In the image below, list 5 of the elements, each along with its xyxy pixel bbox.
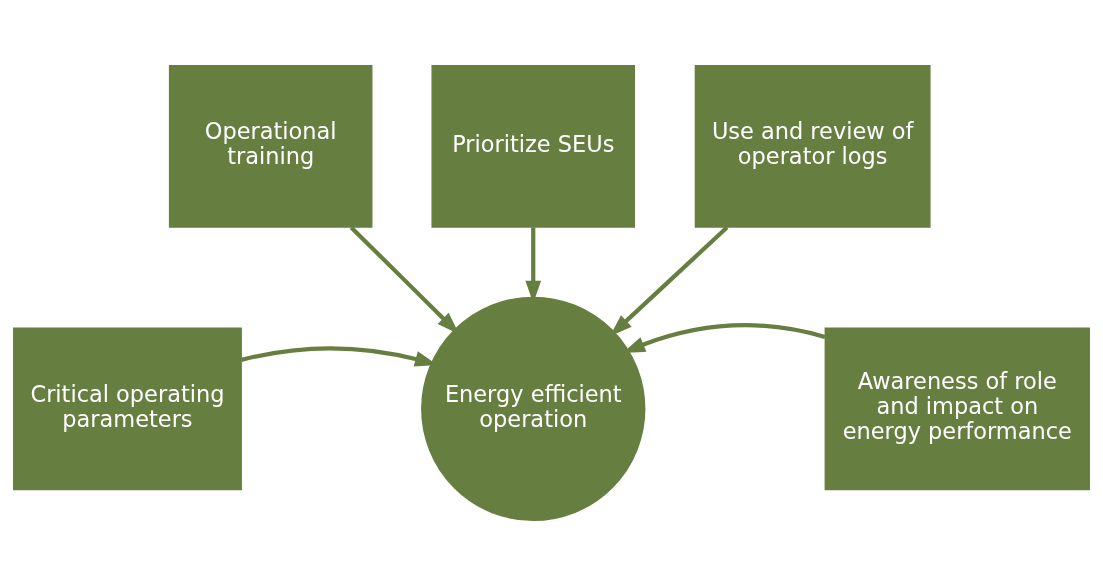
node-box: Prioritize SEUs [431, 64, 636, 228]
node-box: Critical operating parameters [13, 327, 242, 491]
node-box: Operational training [168, 64, 373, 228]
node-box: Awareness of role and impact on energy performance [824, 327, 1090, 491]
node-box: Use and review of operator logs [694, 64, 931, 228]
